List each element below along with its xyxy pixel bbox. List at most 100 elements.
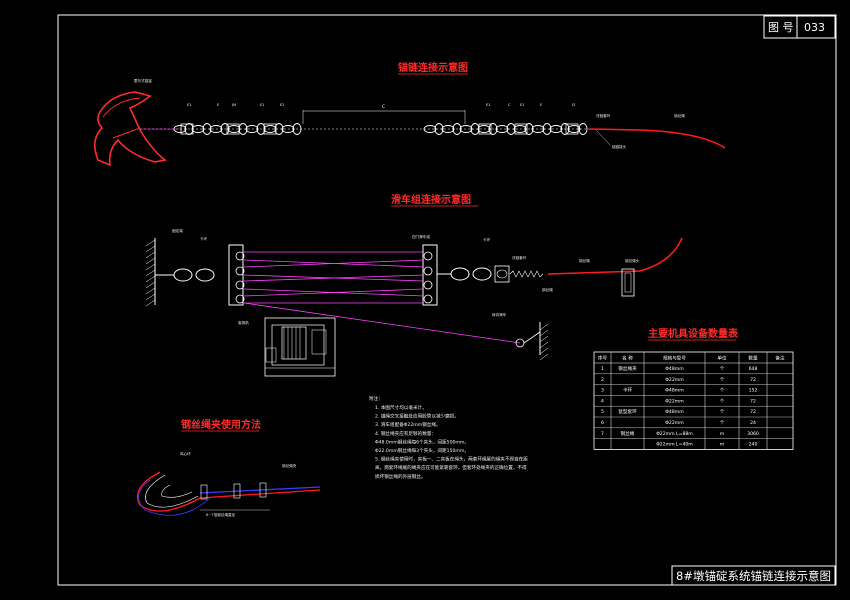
chain-mark-label: E2 bbox=[280, 103, 285, 107]
table-cell: 72 bbox=[750, 377, 756, 383]
chain-link bbox=[488, 123, 498, 135]
table-header-cell: 规格与型号 bbox=[663, 355, 686, 362]
chain-link bbox=[274, 123, 284, 135]
chain-link bbox=[434, 123, 444, 135]
anchor-label: 霍尔式锚锭 bbox=[134, 78, 152, 83]
chain-dimension-c: C bbox=[302, 104, 466, 124]
table-cell: 个 bbox=[720, 377, 725, 383]
equipment-title: 主要机具设备数量表 bbox=[648, 327, 739, 340]
table-cell: 6 bbox=[601, 420, 604, 426]
chain-mark-label: J3 bbox=[571, 103, 575, 107]
chain-mark-label: E bbox=[540, 103, 543, 107]
chain-connector bbox=[565, 123, 579, 135]
note-line: Φ22.0mm钢丝绳每3个夹头，间距150mm。 bbox=[375, 447, 469, 454]
clamp-title: 钢丝绳夹使用方法 bbox=[181, 418, 261, 431]
note-line: 4. 钢丝绳夹应有足够的数量： bbox=[375, 430, 436, 437]
chain-link bbox=[531, 125, 545, 133]
table-cell: 3060 bbox=[747, 431, 759, 437]
chain-link bbox=[292, 123, 302, 135]
buoy-thimble-right bbox=[494, 265, 510, 283]
chain-title: 锚链连接示意图 bbox=[398, 61, 468, 74]
table-cell: 2 bbox=[601, 377, 604, 383]
left-pulley-block bbox=[228, 244, 245, 306]
clamp-diagram bbox=[136, 471, 321, 516]
chain-link bbox=[220, 123, 230, 135]
thimble-label: 鸡心环 bbox=[180, 451, 191, 456]
table-cell: 个 bbox=[720, 388, 725, 394]
table-cell: 钢丝绳夹 bbox=[618, 365, 637, 372]
chain-link bbox=[524, 123, 534, 135]
table-cell: 72 bbox=[750, 409, 756, 415]
table-cell: Φ48mm bbox=[665, 388, 684, 394]
chain-link bbox=[542, 123, 552, 135]
table-cell: 钢丝绳 bbox=[621, 430, 635, 437]
turning-pulley bbox=[515, 322, 549, 361]
chain-link bbox=[441, 125, 455, 133]
right-shackle-label: 卡环 bbox=[483, 237, 491, 242]
table-header-cell: 数量 bbox=[748, 355, 758, 362]
drawing-number-label: 图 号 bbox=[768, 21, 794, 34]
table-cell: 个 bbox=[720, 420, 725, 426]
chain-link bbox=[423, 125, 437, 133]
right-pulley-block bbox=[422, 244, 438, 306]
chain-mark-label: E bbox=[217, 103, 220, 107]
table-cell: 5 bbox=[601, 409, 604, 415]
table-header-cell: 单位 bbox=[717, 355, 727, 362]
anchor-point-label: 固定端 bbox=[172, 228, 183, 233]
chain-link bbox=[209, 125, 223, 133]
table-cell: 4 bbox=[601, 398, 604, 404]
pulley-rope bbox=[547, 237, 683, 275]
table-cell: 648 bbox=[749, 366, 758, 372]
table-cell: 152 bbox=[749, 388, 758, 394]
note-line: 损坏钢丝绳的外层钢丝。 bbox=[375, 473, 426, 480]
drawing-frame bbox=[57, 14, 837, 586]
chain-link bbox=[459, 125, 473, 133]
chain-end-label: 锚链接头 bbox=[612, 144, 627, 149]
left-shackle-label: 卡环 bbox=[200, 236, 208, 241]
table-cell: 1 bbox=[601, 366, 604, 372]
chain-link bbox=[578, 123, 588, 135]
rope-label: 钢丝绳 bbox=[674, 113, 685, 118]
table-header-cell: 备注 bbox=[775, 355, 785, 362]
clamp-spacing-label: 6~7倍钢丝绳直径 bbox=[206, 512, 236, 517]
chain-rope bbox=[589, 128, 726, 149]
chain-mark-label: E1 bbox=[187, 103, 192, 107]
anchor-icon bbox=[94, 91, 167, 167]
chain-link bbox=[227, 125, 241, 133]
table-cell: 个 bbox=[720, 398, 725, 404]
chain-mark-label: E1 bbox=[486, 103, 491, 107]
hook-end-label: 钢丝绳头 bbox=[625, 258, 640, 263]
chain-link bbox=[281, 125, 295, 133]
chain-link bbox=[191, 125, 205, 133]
table-cell: 240 bbox=[749, 442, 758, 448]
table-cell: Φ22mm L=40m bbox=[656, 442, 693, 448]
right-shackle bbox=[437, 267, 492, 281]
notes-header: 附注： bbox=[369, 395, 383, 402]
chain-connector bbox=[180, 123, 194, 135]
buoy-label: 浮鼓套环 bbox=[596, 113, 611, 118]
chain-link bbox=[202, 123, 212, 135]
chain-link bbox=[256, 123, 266, 135]
table-cell: m bbox=[720, 432, 725, 437]
notes-block: 附注： 1. 本图尺寸均以毫米计。2. 锚绳交叉接触处应用胶管以减少磨损。3. … bbox=[369, 395, 528, 480]
pulley-title: 滑车组连接示意图 bbox=[391, 193, 471, 206]
chain-link bbox=[549, 125, 563, 133]
chain-link bbox=[513, 125, 527, 133]
left-shackle bbox=[155, 268, 215, 282]
chain-link bbox=[452, 123, 462, 135]
table-cell: 7 bbox=[601, 431, 604, 437]
chain-link bbox=[567, 125, 581, 133]
chain-link bbox=[495, 125, 509, 133]
table-cell: 个 bbox=[720, 366, 725, 372]
table-cell: Φ48mm bbox=[665, 409, 684, 415]
drawing-number: 033 bbox=[804, 21, 825, 34]
table-cell: 72 bbox=[750, 398, 756, 404]
table-header-cell: 名 称 bbox=[622, 355, 633, 362]
note-line: 5. 钢丝绳夹使用时，夹板一、二夹板在绳头，两套环绳尾的绳夹不得自在距 bbox=[375, 456, 528, 463]
chain-link bbox=[477, 125, 491, 133]
table-cell: 个 bbox=[720, 409, 725, 415]
table-cell: Φ22mm L=88m bbox=[656, 431, 693, 437]
note-line: 离。两套环绳尾的绳夹应在可能紧靠套环，但套环处绳夹的正确位置，不得 bbox=[375, 464, 527, 471]
drawing-name: 8#墩锚碇系统锚链连接示意图 bbox=[676, 569, 831, 583]
